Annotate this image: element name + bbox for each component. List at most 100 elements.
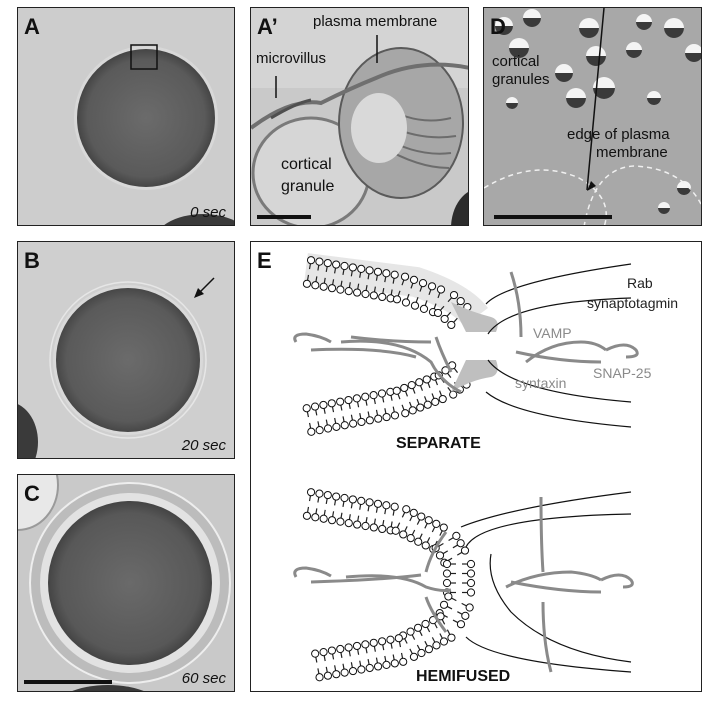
lipid-head xyxy=(390,411,400,420)
lipid-head xyxy=(439,523,448,532)
lipid-head xyxy=(456,296,465,306)
lipid-head xyxy=(449,390,458,399)
panel-a-prime: A’ plasma membrane microvillus cortical … xyxy=(250,7,469,226)
lipid-head xyxy=(378,292,387,302)
label-microvillus: microvillus xyxy=(256,50,327,67)
lipid-head xyxy=(433,308,443,318)
lipid-head xyxy=(311,649,320,658)
lipid-head xyxy=(323,258,332,268)
lipid-head xyxy=(357,665,366,674)
lipid-head xyxy=(409,652,419,661)
panel-b-time: 20 sec xyxy=(181,437,226,454)
lipid-head xyxy=(416,403,425,412)
lipid-head xyxy=(332,492,341,501)
lipid-head xyxy=(423,400,432,409)
lipid-head xyxy=(340,668,349,677)
lipid-head xyxy=(382,269,391,278)
lipid-head xyxy=(349,419,358,428)
lipid-head xyxy=(357,496,366,506)
lipid-head xyxy=(421,541,430,550)
lipid-head xyxy=(465,603,474,612)
snare-proteins-separate xyxy=(293,271,639,394)
lipid-head xyxy=(436,285,446,294)
lipid-head xyxy=(422,375,431,384)
granule-shadow xyxy=(636,22,652,30)
panel-a-prime-label: A’ xyxy=(257,14,278,39)
lipid-head xyxy=(406,534,415,543)
membrane-edge-left xyxy=(484,169,607,225)
lipid-head xyxy=(327,516,337,525)
lipid-head xyxy=(336,397,345,406)
lipid-head xyxy=(348,666,358,676)
lipid-head xyxy=(344,286,353,296)
lipid-head xyxy=(369,291,378,300)
granule-shadow xyxy=(566,98,586,108)
membrane-edge-right xyxy=(583,165,701,225)
lipid-head xyxy=(352,394,361,403)
snare-proteins-hemifused xyxy=(293,496,634,673)
lipid-head xyxy=(427,282,437,291)
lipid-head xyxy=(419,304,429,314)
lipid-head xyxy=(344,518,353,528)
lipid-head xyxy=(442,559,452,569)
lipid-head xyxy=(365,663,374,673)
lipid-head xyxy=(408,406,417,415)
lipid-head xyxy=(353,520,362,529)
lipid-head xyxy=(414,537,423,546)
panel-b-micrograph xyxy=(18,242,234,458)
panel-d-micrograph xyxy=(484,8,701,225)
lipid-head xyxy=(378,524,387,534)
lipid-head xyxy=(374,414,383,423)
hemifused-bilayer xyxy=(302,488,476,682)
lipid-head xyxy=(373,662,383,671)
lipid-head xyxy=(461,611,470,620)
lipid-head xyxy=(456,620,466,629)
panel-a-time: 0 sec xyxy=(190,204,226,221)
scale-bar-d xyxy=(494,215,612,219)
lipid-head xyxy=(340,493,349,503)
panel-d: D cortical granules edge of plasma membr… xyxy=(483,7,702,226)
lipid-head xyxy=(435,551,445,560)
granule-shadow xyxy=(593,88,615,99)
lipid-head xyxy=(421,619,430,629)
label-membrane-d: membrane xyxy=(596,144,668,161)
lipid-head xyxy=(456,539,465,548)
lipid-head xyxy=(401,298,411,307)
lipid-head xyxy=(357,264,366,274)
separate-title: SEPARATE xyxy=(396,435,481,452)
granule-shadow xyxy=(509,48,529,58)
lipid-head xyxy=(344,395,353,405)
lipid-head xyxy=(424,516,433,525)
lipid-head xyxy=(390,502,399,511)
lipid-head xyxy=(302,511,312,520)
egg-a xyxy=(77,49,215,187)
lipid-head xyxy=(373,499,383,508)
lipid-head xyxy=(369,391,378,400)
separate-bottom-bilayer xyxy=(302,360,498,436)
lipid-head xyxy=(365,266,374,275)
lipid-head xyxy=(399,657,408,666)
lipid-head xyxy=(336,644,345,654)
lipid-head xyxy=(406,627,415,636)
lipid-head xyxy=(336,517,345,526)
granule-shadow xyxy=(664,28,684,38)
lipid-head xyxy=(409,508,418,517)
panel-a-label: A xyxy=(24,14,40,39)
scale-bar-c xyxy=(24,680,112,684)
lipid-head xyxy=(311,281,320,290)
lipid-head xyxy=(415,378,424,387)
lipid-head xyxy=(319,282,328,291)
lipid-head xyxy=(319,514,328,523)
lipid-head xyxy=(402,505,411,514)
granule-shadow xyxy=(626,50,642,58)
scale-bar-a-prime xyxy=(257,215,311,219)
granule-shadow xyxy=(658,208,670,214)
panel-a-micrograph xyxy=(18,8,234,225)
lipid-head xyxy=(327,284,337,293)
lipid-head xyxy=(382,412,391,422)
lipid-head xyxy=(307,427,316,436)
lipid-head xyxy=(439,637,449,646)
lipid-head xyxy=(377,389,387,398)
lipid-head xyxy=(392,386,401,395)
label-syntaxin: syntaxin xyxy=(515,375,567,391)
